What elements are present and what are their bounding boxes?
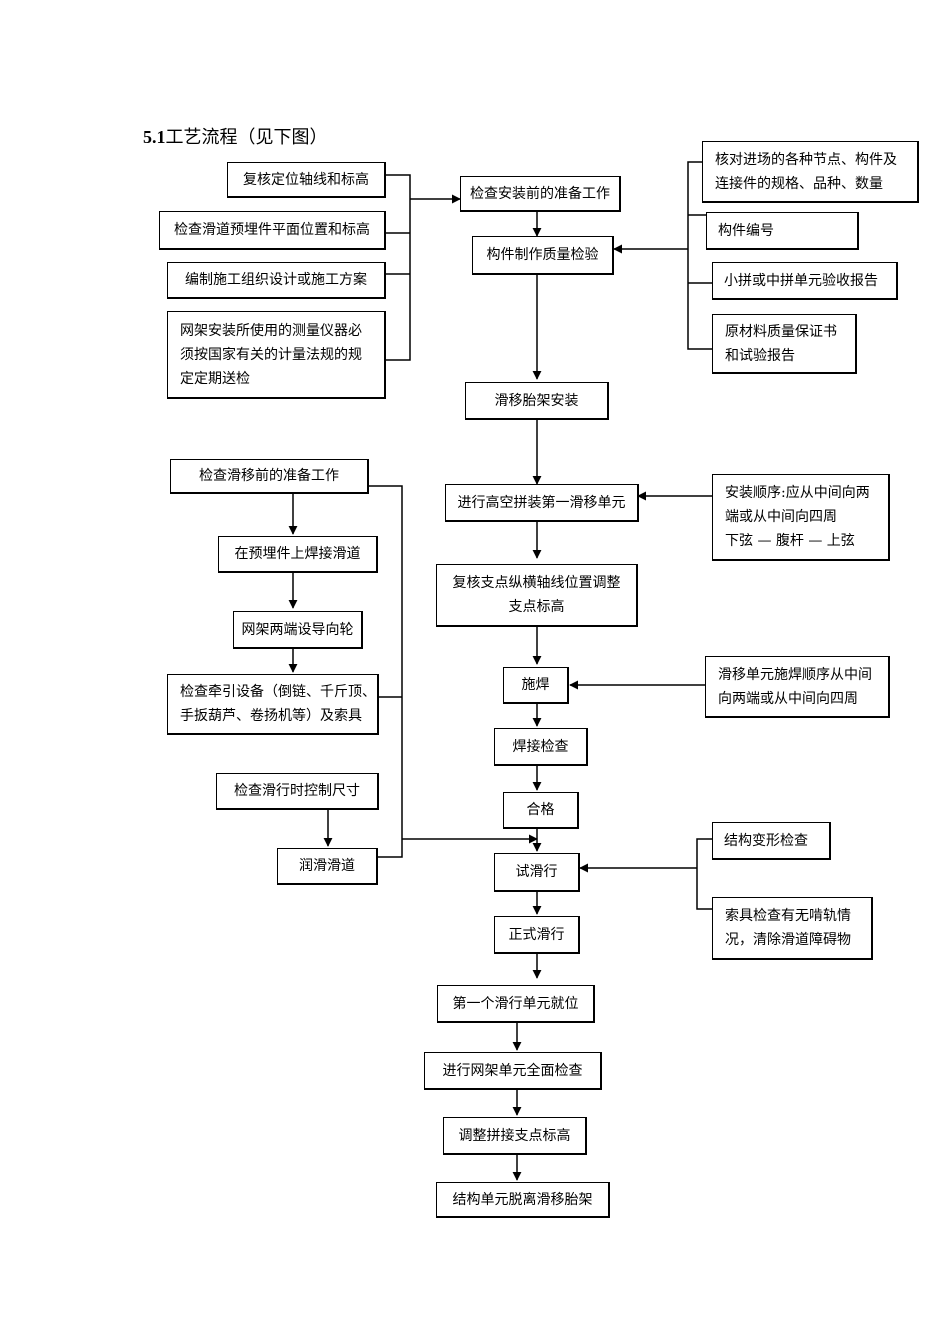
left-step-traction-check: 检查牵引设备（倒链、千斤顶、 手扳葫芦、卷扬机等）及索具 <box>167 674 379 735</box>
right-item-assembly-report: 小拼或中拼单元验收报告 <box>712 262 898 300</box>
flow-step-formal-slide: 正式滑行 <box>494 916 580 954</box>
left-step-dimension-control: 检查滑行时控制尺寸 <box>216 773 379 810</box>
flow-step-component-qc: 构件制作质量检验 <box>472 236 614 275</box>
section-title: 工艺流程（见下图） <box>165 127 328 148</box>
left-item-instrument-calibration: 网架安装所使用的测量仪器必 须按国家有关的计量法规的规 定定期送检 <box>167 311 386 399</box>
section-heading: 5.1工艺流程（见下图） <box>143 123 328 149</box>
left-step-lubricate-track: 润滑滑道 <box>277 848 378 885</box>
section-number: 5.1 <box>143 127 166 147</box>
flow-step-prep-check: 检查安装前的准备工作 <box>460 176 621 212</box>
left-step-weld-track: 在预埋件上焊接滑道 <box>218 536 378 573</box>
left-step-guide-wheels: 网架两端设导向轮 <box>233 611 363 649</box>
flow-step-support-adjust: 复核支点纵横轴线位置调整 支点标高 <box>436 564 638 627</box>
flow-step-weld-inspection: 焊接检查 <box>494 728 588 766</box>
right-item-component-numbering: 构件编号 <box>706 212 859 250</box>
flow-step-detach-frame: 结构单元脱离滑移胎架 <box>436 1182 610 1218</box>
flow-step-qualified: 合格 <box>503 792 579 829</box>
flow-step-full-inspection: 进行网架单元全面检查 <box>424 1052 602 1090</box>
right-item-incoming-check: 核对进场的各种节点、构件及 连接件的规格、品种、数量 <box>702 141 919 203</box>
flow-step-unit-in-place: 第一个滑行单元就位 <box>437 985 595 1023</box>
left-item-axis-check: 复核定位轴线和标高 <box>227 162 386 198</box>
note-install-order: 安装顺序:应从中间向两 端或从中间向四周 下弦 — 腹杆 — 上弦 <box>712 474 890 561</box>
flow-step-welding: 施焊 <box>503 667 569 704</box>
left-item-embed-check: 检查滑道预埋件平面位置和标高 <box>159 211 386 250</box>
right-item-material-certificates: 原材料质量保证书 和试验报告 <box>712 314 857 374</box>
note-rigging-check: 索具检查有无啃轨情 况，清除滑道障碍物 <box>712 897 873 960</box>
flow-step-adjust-supports: 调整拼接支点标高 <box>443 1117 587 1155</box>
note-deformation-check: 结构变形检查 <box>712 822 831 860</box>
left-item-construction-plan: 编制施工组织设计或施工方案 <box>167 262 386 299</box>
note-weld-order: 滑移单元施焊顺序从中间 向两端或从中间向四周 <box>705 656 890 718</box>
flow-step-trial-slide: 试滑行 <box>494 853 580 892</box>
left-step-slide-prep: 检查滑移前的准备工作 <box>170 459 369 494</box>
flow-step-frame-install: 滑移胎架安装 <box>465 382 609 420</box>
flow-step-first-unit-assembly: 进行高空拼装第一滑移单元 <box>445 484 639 522</box>
